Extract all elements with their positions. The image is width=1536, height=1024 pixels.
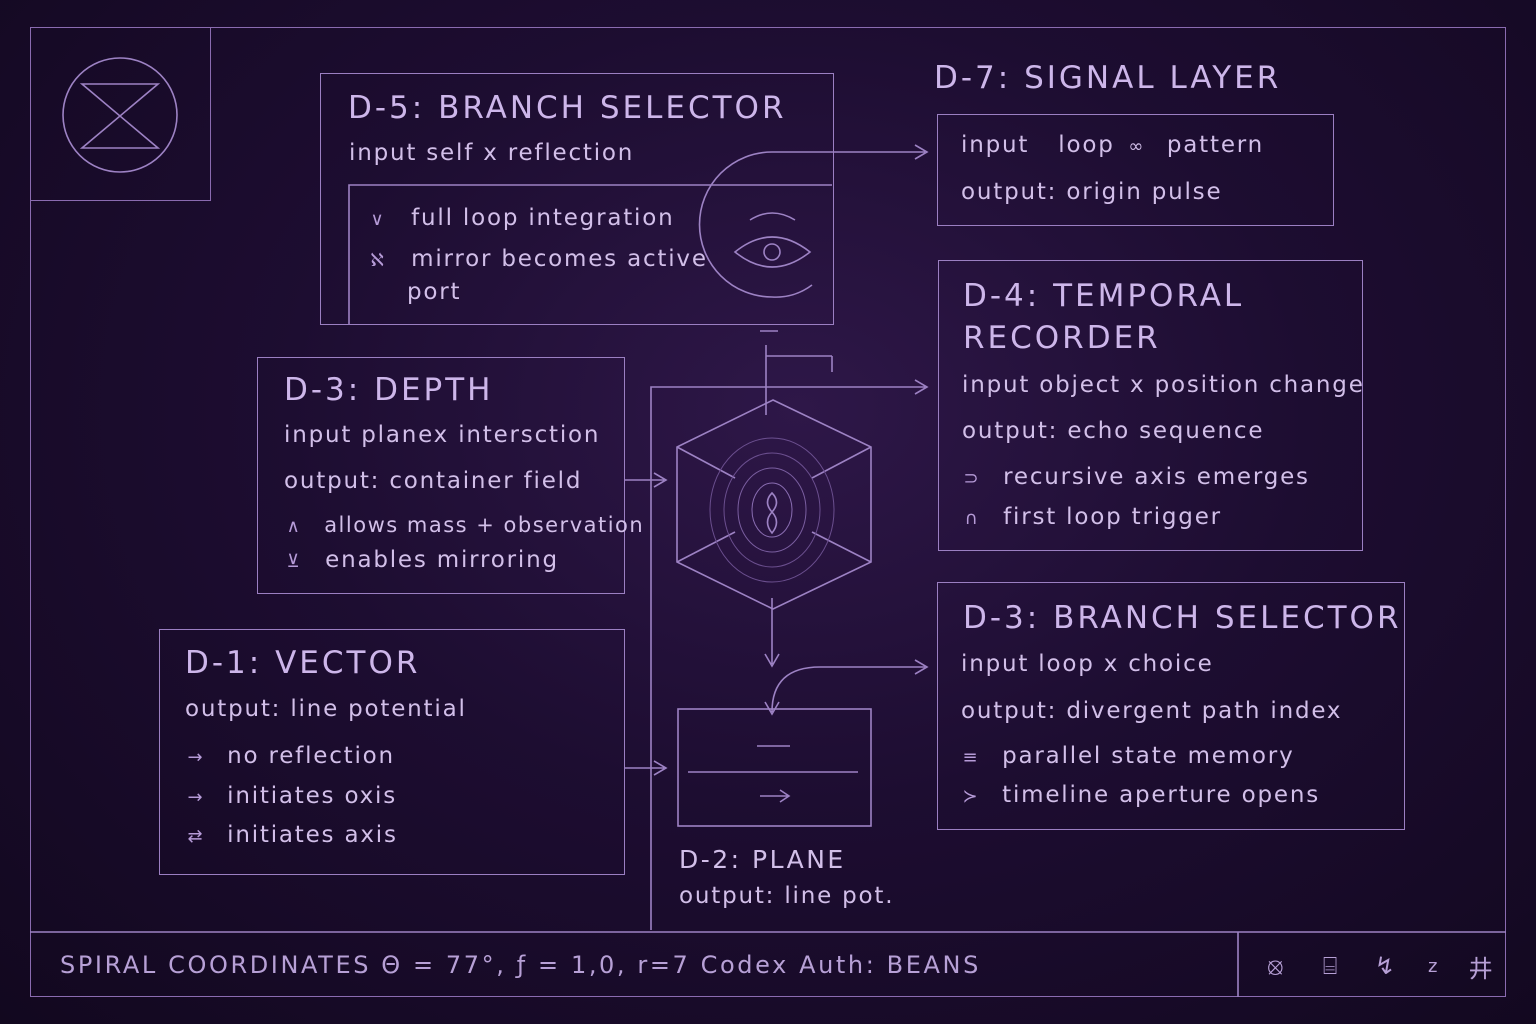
d4-item-1-text: recursive axis emerges [1003, 464, 1310, 490]
d3-depth-input: input planex intersction [284, 422, 601, 448]
d1-output: output: line potential [185, 696, 467, 722]
d5-inner-frame [348, 184, 832, 325]
d1-item-3: ⇄ initiates axis [184, 822, 398, 848]
outer-frame [30, 27, 1506, 997]
loop-glyph-icon: ℵ [370, 250, 386, 271]
logo-box [30, 27, 211, 201]
d3-branch-input: input loop x choice [961, 651, 1214, 677]
arrow-right-icon: → [187, 747, 205, 768]
d7-output: output: origin pulse [961, 179, 1223, 205]
d3-depth-title: D-3: DEPTH [284, 372, 494, 408]
d7-title: D-7: SIGNAL LAYER [934, 60, 1282, 96]
sigil-box-icon[interactable]: ⌸ [1322, 952, 1338, 980]
mirror-glyph-icon: ⊻ [286, 551, 302, 572]
d3-depth-item-1-text: allows mass + observation [324, 513, 645, 537]
double-loop-icon: ∞ [1128, 136, 1146, 157]
d7-signal-layer-box [937, 114, 1334, 226]
hourglass-logo-icon [62, 57, 178, 173]
d4-item-2-text: first loop trigger [1003, 504, 1222, 530]
d7-input: input loop ∞ pattern [961, 132, 1264, 158]
check-glyph-icon: ∨ [370, 209, 386, 230]
d1-item-2-text: initiates oxis [227, 783, 397, 809]
sigil-circle-icon[interactable]: ⦻ [1267, 952, 1284, 980]
d7-input-pattern: pattern [1166, 132, 1264, 158]
d4-input: input object x position change [962, 372, 1365, 398]
d2-output: output: line pot. [679, 883, 895, 909]
d5-item-1-text: full loop integration [411, 205, 675, 231]
d2-plane-box [677, 708, 872, 827]
d3-depth-item-1: ∧ allows mass + observation [282, 513, 644, 537]
d3-branch-item-2: ≻ timeline aperture opens [959, 782, 1320, 808]
arrow-to-d4 [650, 379, 929, 930]
d3-branch-output: output: divergent path index [961, 698, 1343, 724]
d4-item-2: ∩ first loop trigger [960, 504, 1222, 530]
d5-item-2-continuation: port [407, 279, 462, 305]
swap-arrows-icon: ⇄ [187, 826, 205, 847]
d5-branch-selector-box [320, 73, 834, 325]
arrow-right-icon: → [187, 787, 205, 808]
d4-temporal-recorder-box [938, 260, 1363, 551]
d7-input-label: input [961, 132, 1030, 158]
aperture-glyph-icon: ≻ [962, 786, 980, 807]
d1-item-1-text: no reflection [227, 743, 395, 769]
d1-vector-box [159, 629, 625, 875]
d3-branch-item-2-text: timeline aperture opens [1002, 782, 1320, 808]
d3-branch-item-1: ≡ parallel state memory [959, 743, 1294, 769]
d1-item-3-text: initiates axis [227, 822, 398, 848]
d4-title-line-1: D-4: TEMPORAL [963, 278, 1245, 314]
d3-depth-output: output: container field [284, 468, 583, 494]
trigger-glyph-icon: ∩ [964, 508, 980, 529]
hexagon-core [676, 399, 872, 610]
d3-branch-item-1-text: parallel state memory [1002, 743, 1295, 769]
footer-coordinates: SPIRAL COORDINATES Θ = 77°, ƒ = 1,0, r=7… [60, 951, 981, 979]
d1-item-2: → initiates oxis [184, 783, 397, 809]
d3-branch-title: D-3: BRANCH SELECTOR [963, 600, 1402, 636]
arrow-to-d7 [772, 144, 929, 160]
footer-icon-row: ⦻ ⌸ ↯ z 井 [1258, 948, 1498, 984]
d3-depth-box [257, 357, 625, 594]
d4-item-1: ⊃ recursive axis emerges [960, 464, 1310, 490]
d3-depth-item-2: ⊻ enables mirroring [282, 547, 559, 573]
stack-glyph-icon: ≡ [962, 747, 980, 768]
d4-output: output: echo sequence [962, 418, 1265, 444]
d3-depth-item-2-text: enables mirroring [325, 547, 559, 573]
d4-title-line-2: RECORDER [963, 320, 1161, 356]
d3-branch-selector-box [937, 582, 1405, 830]
d2-title: D-2: PLANE [679, 845, 846, 874]
d1-item-1: → no reflection [184, 743, 395, 769]
d5-input: input self x reflection [349, 140, 635, 166]
sigil-arrow-icon[interactable]: ↯ [1374, 952, 1395, 980]
d1-title: D-1: VECTOR [185, 645, 421, 681]
recursive-glyph-icon: ⊃ [963, 468, 981, 489]
d7-input-loop: loop [1058, 132, 1115, 158]
eye-icon [733, 212, 812, 268]
d5-item-1: ∨ full loop integration [366, 205, 674, 231]
d5-item-2: ℵ mirror becomes active [366, 246, 708, 272]
d5-item-2-text: mirror becomes active [411, 246, 708, 272]
d5-title: D-5: BRANCH SELECTOR [348, 90, 787, 126]
sigil-z-icon[interactable]: z [1427, 955, 1438, 977]
sigil-well-icon[interactable]: 井 [1468, 954, 1493, 983]
eye-ring [698, 151, 813, 298]
caret-up-icon: ∧ [286, 516, 302, 537]
